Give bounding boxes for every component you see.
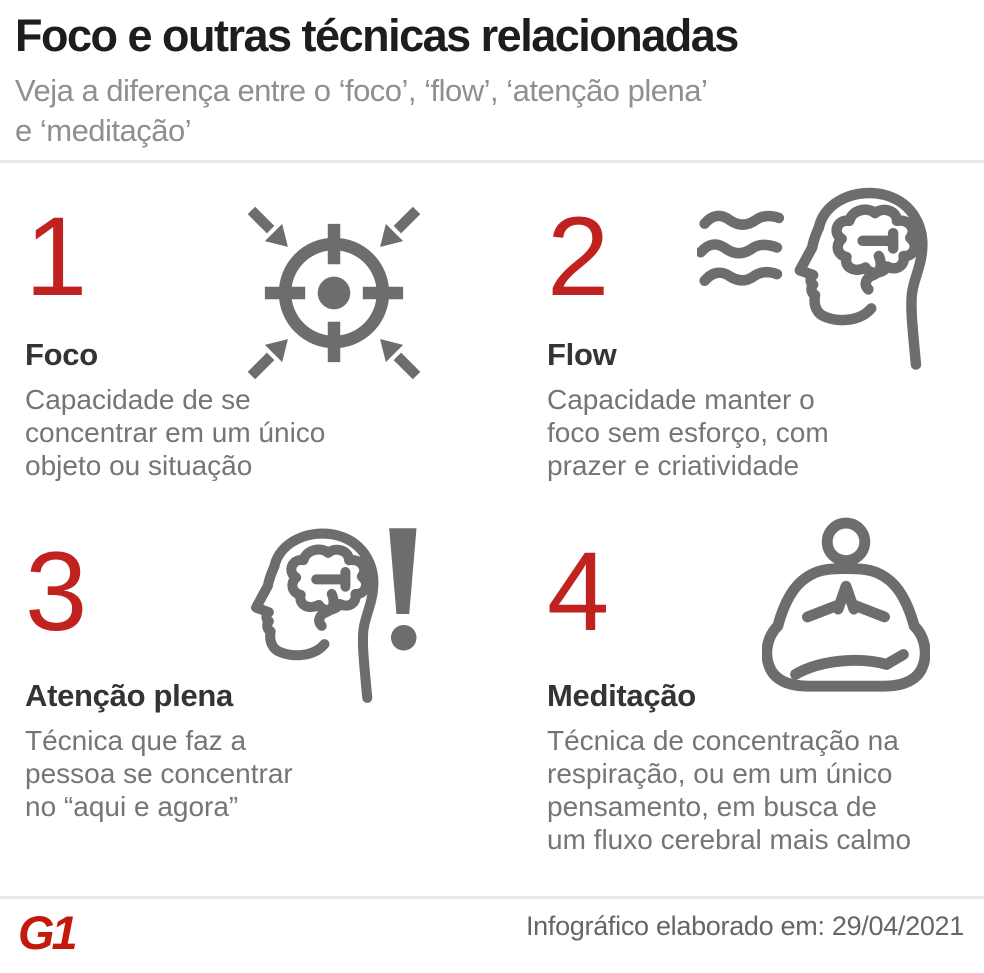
item-number: 2 (547, 194, 610, 319)
technique-item-foco: 1 (0, 185, 492, 520)
head-brain-flow-icon (697, 179, 935, 375)
item-heading: Flow (547, 337, 617, 372)
item-heading: Atenção plena (25, 678, 233, 713)
g1-logo: G1 (18, 906, 78, 959)
item-text: Atenção plena Técnica que faz a pessoa s… (25, 678, 484, 823)
item-heading: Foco (25, 337, 98, 372)
technique-item-meditacao: 4 Meditação Técnica de concentração na r… (492, 517, 984, 897)
item-description: Capacidade de se concentrar em um único … (25, 384, 326, 482)
item-text: Meditação Técnica de concentração na res… (547, 678, 976, 856)
footer: G1 Infográfico elaborado em: 29/04/2021 (0, 896, 984, 973)
technique-item-flow: 2 Flow Capacidade manter o foco sem esfo… (492, 185, 984, 520)
header: Foco e outras técnicas relacionadas Veja… (0, 0, 984, 160)
techniques-grid: 1 (0, 185, 984, 897)
head-brain-exclamation-icon (236, 516, 432, 712)
credit-text: Infográfico elaborado em: 29/04/2021 (525, 911, 964, 941)
page-title: Foco e outras técnicas relacionadas (15, 10, 739, 61)
item-description: Técnica que faz a pessoa se concentrar n… (25, 725, 293, 823)
item-number: 1 (25, 194, 88, 319)
item-heading: Meditação (547, 678, 696, 713)
target-arrows-icon (238, 197, 430, 389)
item-text: Flow Capacidade manter o foco sem esforç… (547, 337, 976, 482)
technique-item-atencao-plena: 3 Atenção plena Técnica que faz a pessoa… (0, 520, 492, 897)
item-description: Capacidade manter o foco sem esforço, co… (547, 384, 829, 482)
item-description: Técnica de concentração na respiração, o… (547, 725, 912, 856)
item-number: 4 (547, 529, 610, 654)
header-divider (0, 160, 984, 163)
item-number: 3 (25, 529, 88, 654)
page-subtitle: Veja a diferença entre o ‘foco’, ‘flow’,… (15, 73, 708, 148)
meditating-person-icon (762, 514, 930, 714)
item-text: Foco Capacidade de se concentrar em um ú… (25, 337, 484, 482)
